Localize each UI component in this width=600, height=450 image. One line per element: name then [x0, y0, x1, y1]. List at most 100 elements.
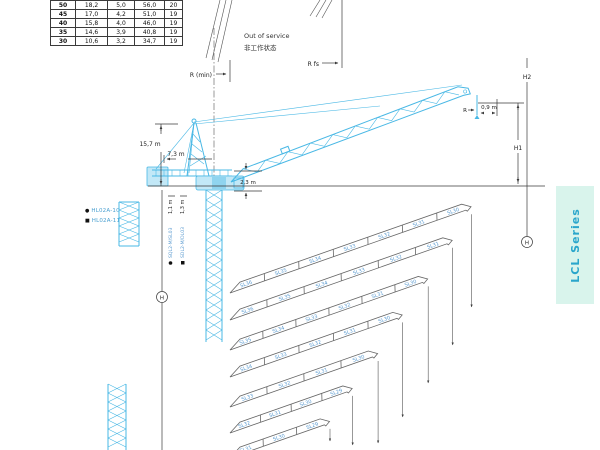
jib-segment-label: SL32	[238, 420, 252, 430]
main-jib	[230, 86, 471, 183]
hook-legend-item: ● HL02A-10	[85, 206, 120, 216]
jib-segment-label: SL36	[241, 306, 255, 316]
dimension-15-7: 15,7 m	[139, 123, 178, 186]
jib-walkway-block	[279, 145, 291, 155]
jib-foot-block	[233, 177, 244, 189]
jib-segment-label: SL34	[309, 255, 323, 265]
out-of-service-note: Out of service 非工作状态	[244, 31, 289, 54]
dim-0-9-label: 0,9 m	[481, 105, 497, 111]
dimension-r-fs: R fs	[308, 0, 343, 68]
mast-piece	[107, 383, 127, 450]
a-frame	[186, 122, 210, 177]
dim-7-3-label: 7,3 m	[167, 151, 184, 158]
r-label: R	[463, 108, 467, 114]
jib-segment-label: SL36	[240, 280, 254, 290]
jib-segment-label: SL31	[268, 410, 282, 420]
jib-segment-label: SL30	[447, 207, 461, 217]
mast-width-label: 1,3 m	[180, 199, 186, 214]
machinery-block	[212, 177, 226, 189]
tip-pulley-icon	[463, 89, 468, 94]
jib-segment-label: SL32	[338, 302, 352, 312]
jib-segment-label: SL31	[343, 327, 357, 337]
jib-segment-label: SL34	[240, 364, 254, 374]
hook-legend-item: ■ HL02A-11	[85, 216, 120, 226]
jib-segment-label: SL30	[378, 315, 392, 325]
out-of-service-en: Out of service	[244, 32, 290, 40]
jib-segment-label: SL33	[305, 314, 319, 324]
jib-segment-label: SL29	[306, 421, 320, 431]
height-reference-left: H	[156, 190, 168, 450]
jib-segment-label: SL33	[343, 243, 357, 253]
jib-segment-label: SL33	[241, 393, 255, 403]
jib-segment-label: SL33	[352, 267, 366, 277]
jib-segment-label: SL30	[299, 399, 313, 409]
jib-segment-label: SL32	[309, 339, 323, 349]
jib-segment-label: SL30	[404, 279, 418, 289]
jib-segment-label: SL35	[274, 267, 288, 277]
dim-15-7-label: 15,7 m	[139, 141, 160, 148]
circle-marker-icon: ●	[85, 208, 90, 214]
raised-jib-lines	[205, 0, 333, 63]
jib-segment-label: SL34	[272, 325, 286, 335]
jib-segment-label: SL35	[278, 293, 292, 303]
dimension-r-min: R (min)	[190, 60, 231, 82]
dimension-2-3: 2,3 m	[234, 163, 262, 199]
jib-segment-label: SL30	[272, 433, 286, 443]
dimension-tip: R 0,9 m	[463, 99, 524, 116]
tower	[205, 189, 223, 342]
jib-segment-label: SL32	[378, 231, 392, 241]
mast-section-drawing	[118, 201, 140, 247]
jib-cascade: SL36SL35SL34SL33SL32SL31SL30SL36SL35SL34…	[229, 203, 473, 450]
jib-segment-label: SL32	[389, 254, 403, 264]
jib-configuration: SL31 SL30 SL29	[229, 418, 331, 450]
dim-2-3-label: 2,3 m	[240, 180, 256, 186]
dimension-7-3: 7,3 m	[163, 151, 212, 163]
jib-segment-label: SL31	[412, 219, 426, 229]
jib-segment-label: SL31	[239, 445, 253, 450]
apex-pulley-icon	[191, 118, 197, 124]
h-datum-marker: H	[160, 296, 164, 302]
r-fs-label: R fs	[308, 61, 319, 68]
hook-icon	[474, 115, 480, 119]
jib-segment-label: SL33	[274, 351, 288, 361]
dimension-h1: H1	[514, 103, 523, 184]
jib-segment-label: SL31	[426, 241, 440, 251]
square-marker-icon	[181, 261, 185, 265]
h2-label: H2	[523, 74, 532, 81]
circle-marker-icon	[168, 261, 173, 265]
mast-option-legend: 1,1 m SQL2-M/SL03 1,3 m SDL2-M/DL03	[168, 195, 187, 265]
jib-segment-label: SL31	[315, 367, 329, 377]
r-min-label: R (min)	[190, 72, 212, 79]
series-tab: LCL Series	[556, 186, 594, 304]
jib-pendants	[193, 84, 463, 125]
jib-segment-label: SL29	[330, 388, 344, 398]
h-datum-marker: H	[525, 241, 529, 247]
luffing-ropes	[155, 122, 195, 174]
jib-segment-label: SL35	[239, 337, 253, 347]
jib-segment-label: SL34	[315, 280, 329, 290]
mast-code-label: SDL2-M/DL03	[180, 227, 186, 258]
square-marker-icon: ■	[85, 218, 90, 224]
load-table-cell: 19	[164, 36, 183, 46]
hook-legend-label: HL02A-10	[91, 208, 120, 214]
jib-segment-label: SL31	[371, 290, 385, 300]
hook-legend: ● HL02A-10 ■ HL02A-11	[85, 206, 120, 226]
jib-segment-label: SL30	[352, 354, 366, 364]
dimension-h2: H2 H	[521, 58, 533, 248]
hook-legend-label: HL02A-11	[91, 218, 121, 224]
mast-code-label: SQL2-M/SL03	[168, 227, 174, 258]
h1-label: H1	[514, 145, 523, 152]
out-of-service-zh: 非工作状态	[244, 43, 277, 52]
mast-width-label: 1,1 m	[168, 199, 174, 214]
